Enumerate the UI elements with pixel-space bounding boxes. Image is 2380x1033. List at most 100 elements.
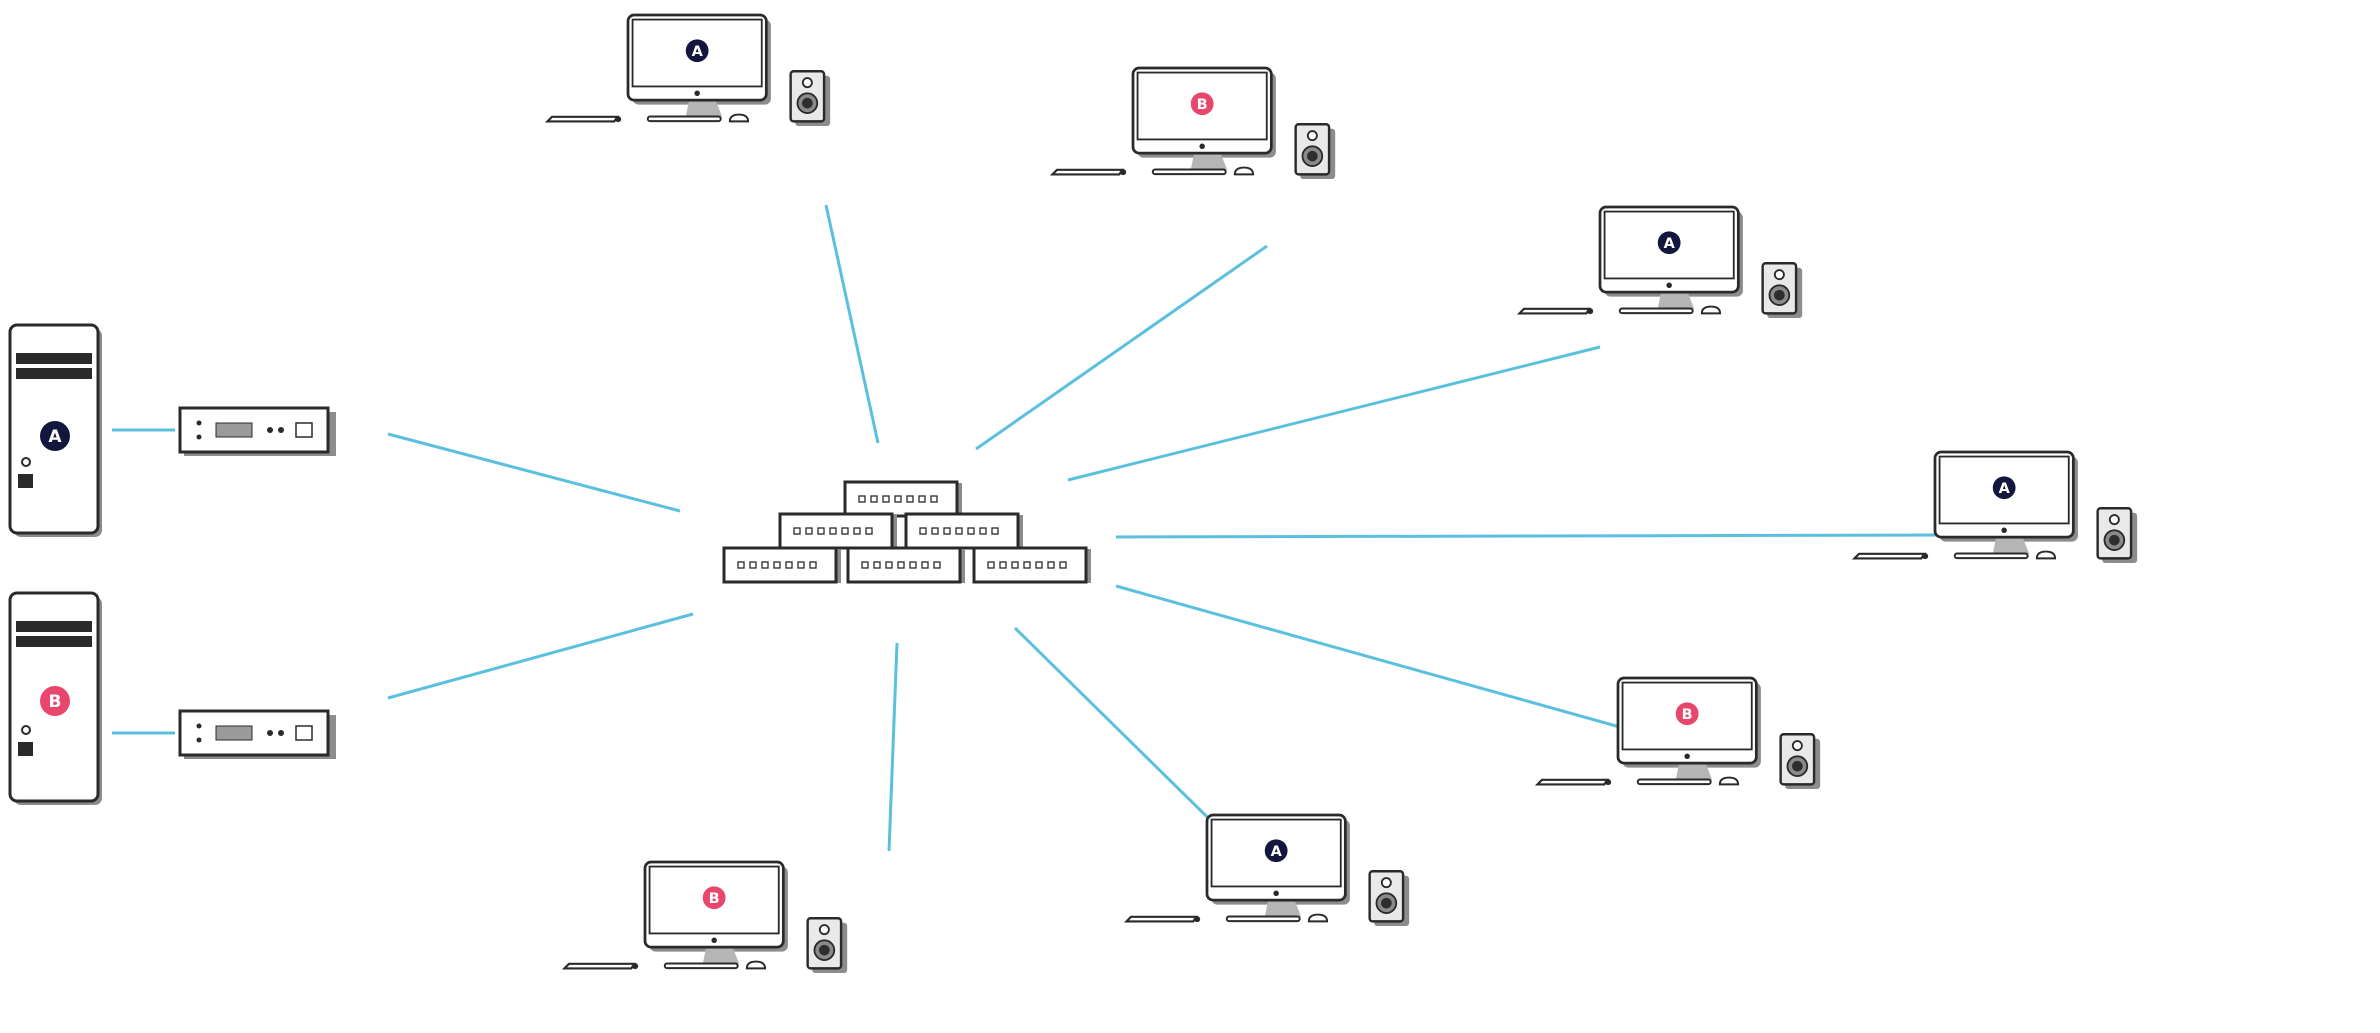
connection-line bbox=[887, 642, 899, 852]
switch-port bbox=[919, 527, 927, 535]
switch-port bbox=[1059, 561, 1067, 569]
drive-bay bbox=[16, 636, 92, 647]
speaker-cone bbox=[2109, 534, 2120, 546]
mouse-icon bbox=[2035, 550, 2057, 560]
connection-line bbox=[1115, 584, 1635, 733]
badge-b bbox=[1675, 702, 1699, 726]
badge-label: B bbox=[709, 891, 720, 907]
monitor-power-dot bbox=[1684, 753, 1690, 760]
monitor-power-dot bbox=[711, 937, 717, 944]
keyboard-knob bbox=[615, 116, 622, 123]
monitor-stand bbox=[702, 948, 740, 964]
speaker-tweeter bbox=[818, 924, 830, 936]
switch-port bbox=[773, 561, 781, 569]
keyboard-icon bbox=[561, 962, 637, 970]
switch-port bbox=[1035, 561, 1043, 569]
switch-port bbox=[999, 561, 1007, 569]
led bbox=[196, 434, 202, 440]
workstations: A B A A B A B bbox=[544, 13, 2138, 973]
badge-label: A bbox=[48, 427, 62, 447]
speaker-cone bbox=[802, 97, 813, 109]
switch-port bbox=[858, 495, 866, 503]
stand-base bbox=[1225, 915, 1301, 923]
stand-base bbox=[1636, 778, 1712, 786]
monitor-stand bbox=[1675, 764, 1713, 780]
monitor-power-dot bbox=[694, 90, 700, 97]
drive-bay bbox=[16, 368, 92, 379]
keyboard-knob bbox=[632, 963, 639, 970]
mouse-icon bbox=[745, 960, 767, 970]
speaker-tweeter bbox=[1773, 269, 1785, 281]
display-slot bbox=[215, 422, 253, 438]
monitor-stand bbox=[1657, 293, 1695, 309]
switch-port bbox=[955, 527, 963, 535]
switch-port bbox=[870, 495, 878, 503]
badge-label: A bbox=[1999, 481, 2011, 497]
speaker-tweeter bbox=[801, 77, 813, 89]
network-switch-stack-icon bbox=[778, 512, 897, 550]
switch-port bbox=[785, 561, 793, 569]
station-6: A bbox=[1123, 813, 1410, 926]
network-switch-stack-icon bbox=[904, 512, 1023, 550]
switch-port bbox=[933, 561, 941, 569]
power-button bbox=[21, 725, 31, 735]
stand-base bbox=[1151, 168, 1227, 176]
mouse-icon bbox=[1233, 166, 1255, 176]
switch-port bbox=[873, 561, 881, 569]
switch-port bbox=[809, 561, 817, 569]
stand-base bbox=[646, 115, 722, 123]
usb-port bbox=[18, 742, 33, 756]
switch-port bbox=[1011, 561, 1019, 569]
station-7: B bbox=[561, 860, 848, 973]
keyboard-icon bbox=[1049, 168, 1125, 176]
display-slot bbox=[215, 725, 253, 741]
keyboard-icon bbox=[1516, 307, 1592, 315]
badge-b bbox=[1190, 92, 1214, 116]
mouse-icon bbox=[1700, 305, 1722, 315]
badge-label: A bbox=[692, 44, 704, 60]
usb-port bbox=[18, 474, 33, 488]
switch-port bbox=[853, 527, 861, 535]
speaker-cone bbox=[1774, 289, 1785, 301]
switch-port bbox=[979, 527, 987, 535]
switch-port bbox=[885, 561, 893, 569]
switch-port bbox=[737, 561, 745, 569]
stand-base bbox=[663, 962, 739, 970]
keyboard-knob bbox=[1587, 308, 1594, 315]
connection-line bbox=[824, 204, 880, 444]
switch-port bbox=[865, 527, 873, 535]
led bbox=[196, 737, 202, 743]
monitor-power-dot bbox=[2001, 527, 2007, 534]
monitor-stand bbox=[1264, 901, 1302, 917]
network-switch-stack-icon bbox=[972, 546, 1091, 584]
station-1: A bbox=[544, 13, 831, 126]
keyboard-knob bbox=[1922, 553, 1929, 560]
switch-port bbox=[1047, 561, 1055, 569]
badge-label: B bbox=[1197, 97, 1208, 113]
network-switch-stack-icon bbox=[846, 546, 965, 584]
monitor-stand bbox=[685, 101, 723, 117]
speaker-cone bbox=[1381, 897, 1392, 909]
connection-line bbox=[1067, 345, 1601, 482]
led bbox=[267, 730, 273, 736]
keyboard-icon bbox=[544, 115, 620, 123]
badge-a bbox=[685, 39, 709, 63]
station-2: B bbox=[1049, 66, 1336, 179]
badge-label: B bbox=[49, 692, 62, 712]
badge-label: A bbox=[1664, 236, 1676, 252]
connection-line bbox=[975, 244, 1268, 451]
network-switch-stack bbox=[722, 480, 1091, 584]
connection-lines bbox=[387, 204, 1937, 864]
stand-base bbox=[1618, 307, 1694, 315]
switch-port bbox=[991, 527, 999, 535]
monitor-power-dot bbox=[1666, 282, 1672, 289]
switch-port bbox=[797, 561, 805, 569]
led bbox=[196, 723, 202, 729]
speaker-cone bbox=[1307, 150, 1318, 162]
station-5: B bbox=[1534, 676, 1821, 789]
badge-a bbox=[40, 421, 70, 451]
station-4: A bbox=[1851, 450, 2138, 563]
keyboard-knob bbox=[1605, 779, 1612, 786]
led bbox=[278, 427, 284, 433]
